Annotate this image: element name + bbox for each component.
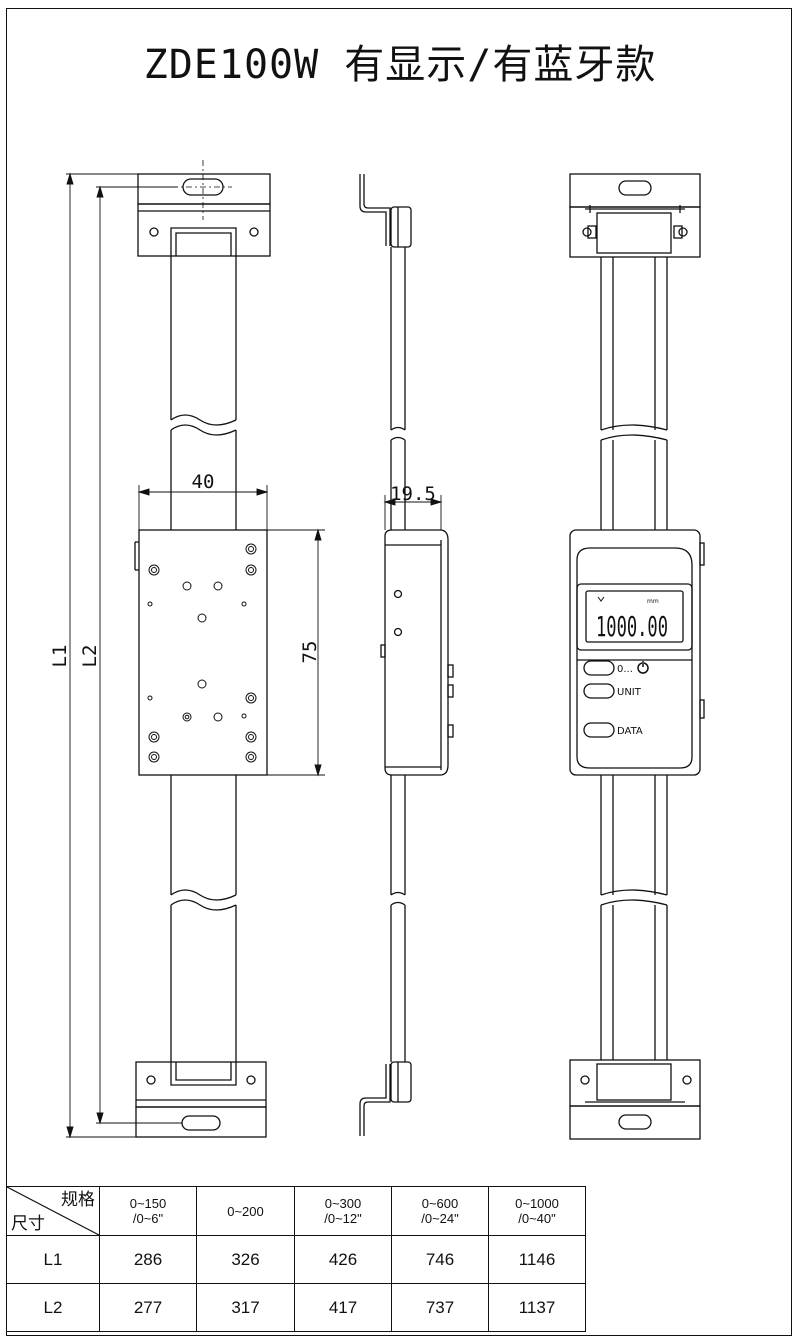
table-corner-cell: 规格 尺寸 bbox=[6, 1186, 100, 1236]
header-cell: 0~300/0~12" bbox=[294, 1186, 392, 1236]
corner-spec-label: 规格 bbox=[61, 1190, 95, 1209]
table-row: L2 277 317 417 737 1137 bbox=[6, 1283, 586, 1332]
data-label: DATA bbox=[617, 726, 643, 737]
unit-button[interactable] bbox=[583, 683, 615, 699]
dim-depth-19-5: 19.5 bbox=[390, 483, 436, 505]
header-cell: 0~200 bbox=[196, 1186, 295, 1236]
header-cell: 0~150/0~6" bbox=[99, 1186, 197, 1236]
table-cell: 737 bbox=[391, 1283, 489, 1332]
table-cell: 1146 bbox=[488, 1235, 586, 1284]
spec-table: 规格 尺寸 0~150/0~6" 0~200 0~300/0~12" 0~600… bbox=[6, 1186, 586, 1332]
dim-height-75: 75 bbox=[299, 641, 321, 664]
drawing-frame bbox=[6, 8, 792, 1336]
row-label: L1 bbox=[6, 1235, 100, 1284]
header-cell: 0~1000/0~40" bbox=[488, 1186, 586, 1236]
unit-label: UNIT bbox=[617, 687, 642, 698]
display-view: 1000.00 mm 0... UNIT DATA bbox=[569, 173, 705, 1140]
side-view bbox=[359, 174, 454, 1136]
header-cell: 0~600/0~24" bbox=[391, 1186, 489, 1236]
corner-size-label: 尺寸 bbox=[11, 1214, 45, 1233]
dim-L1: L1 bbox=[49, 645, 71, 668]
technical-drawing: 1000.00 mm 0... UNIT DATA 40 19.5 75 L1 bbox=[49, 160, 705, 1140]
table-cell: 286 bbox=[99, 1235, 197, 1284]
table-cell: 417 bbox=[294, 1283, 392, 1332]
table-cell: 277 bbox=[99, 1283, 197, 1332]
table-row: L1 286 326 426 746 1146 bbox=[6, 1235, 586, 1284]
page-title: ZDE100W 有显示/有蓝牙款 bbox=[143, 42, 657, 88]
table-cell: 317 bbox=[196, 1283, 295, 1332]
front-view bbox=[66, 160, 325, 1139]
data-button[interactable] bbox=[583, 722, 615, 738]
table-cell: 746 bbox=[391, 1235, 489, 1284]
zero-power-button[interactable] bbox=[583, 660, 615, 676]
dim-width-40: 40 bbox=[192, 471, 215, 493]
lcd-unit: mm bbox=[647, 598, 659, 605]
table-cell: 1137 bbox=[488, 1283, 586, 1332]
row-label: L2 bbox=[6, 1283, 100, 1332]
dim-L2: L2 bbox=[79, 645, 101, 668]
table-cell: 426 bbox=[294, 1235, 392, 1284]
table-cell: 326 bbox=[196, 1235, 295, 1284]
table-header-row: 规格 尺寸 0~150/0~6" 0~200 0~300/0~12" 0~600… bbox=[6, 1186, 586, 1236]
zero-label: 0... bbox=[617, 664, 633, 675]
lcd-reading: 1000.00 bbox=[596, 610, 668, 643]
